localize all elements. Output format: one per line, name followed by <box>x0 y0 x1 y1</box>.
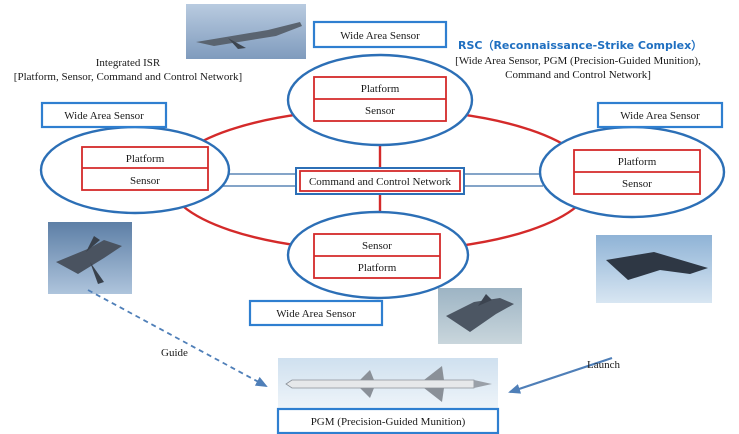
top-node-lower-label: Sensor <box>365 105 395 117</box>
wide-area-sensor-top: Wide Area Sensor <box>312 20 448 49</box>
f22-image <box>438 288 522 344</box>
pgm-label: PGM (Precision-Guided Munition) <box>311 416 466 428</box>
wide-area-sensor-left-label: Wide Area Sensor <box>64 110 144 122</box>
top-drone-image <box>186 4 306 59</box>
launch-label: Launch <box>587 359 620 371</box>
top-node: Platform Sensor <box>313 76 447 122</box>
command-control-node: Command and Control Network <box>295 167 465 195</box>
right-node: Platform Sensor <box>573 149 701 195</box>
integrated-isr-caption: Integrated ISR [Platform, Sensor, Comman… <box>14 57 242 83</box>
rsc-caption: RSC（Reconnaissance-Strike Complex） [Wide… <box>455 39 702 81</box>
wide-area-sensor-bottom-label: Wide Area Sensor <box>276 308 356 320</box>
right-node-lower-label: Sensor <box>622 178 652 190</box>
integrated-isr-title: Integrated ISR <box>96 57 161 69</box>
rsc-title: RSC（Reconnaissance-Strike Complex） <box>458 39 702 52</box>
top-node-upper-label: Platform <box>361 83 400 95</box>
command-control-label: Command and Control Network <box>309 176 452 188</box>
left-node-lower-label: Sensor <box>130 175 160 187</box>
integrated-isr-subtitle: [Platform, Sensor, Command and Control N… <box>14 71 242 83</box>
bottom-node-upper-label: Sensor <box>362 240 392 252</box>
bottom-node: Sensor Platform <box>313 233 441 279</box>
rsc-line1: [Wide Area Sensor, PGM (Precision-Guided… <box>455 55 701 67</box>
x47b-image <box>596 235 712 303</box>
wide-area-sensor-right: Wide Area Sensor <box>596 101 724 129</box>
left-node-upper-label: Platform <box>126 153 165 165</box>
bottom-node-lower-label: Platform <box>358 262 397 274</box>
pgm-box: PGM (Precision-Guided Munition) <box>276 407 500 434</box>
rsc-line2: Command and Control Network] <box>505 69 651 81</box>
launch-arrow: Launch <box>508 356 620 394</box>
guide-label: Guide <box>161 347 188 359</box>
wide-area-sensor-left: Wide Area Sensor <box>40 101 168 129</box>
guide-arrow: Guide <box>87 289 268 387</box>
f35-image <box>48 222 132 294</box>
left-node: Platform Sensor <box>81 146 209 191</box>
right-node-upper-label: Platform <box>618 156 657 168</box>
wide-area-sensor-bottom: Wide Area Sensor <box>248 299 384 327</box>
wide-area-sensor-top-label: Wide Area Sensor <box>340 30 420 42</box>
missile-image <box>278 358 498 408</box>
wide-area-sensor-right-label: Wide Area Sensor <box>620 110 700 122</box>
